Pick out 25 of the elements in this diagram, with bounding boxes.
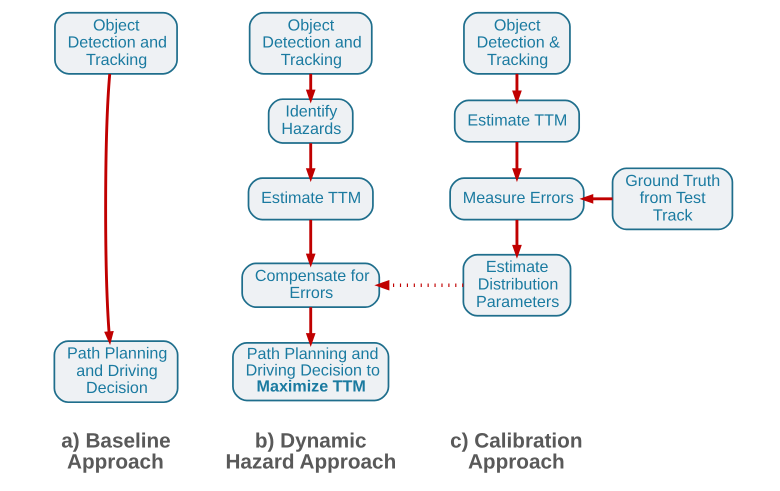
arrow <box>374 280 463 290</box>
node-box: Ground Truth from Test Track <box>611 167 733 230</box>
node-box: Measure Errors <box>448 177 584 220</box>
node-box: Compensate for Errors <box>240 262 380 308</box>
node-box: Path Planning and Driving Decision <box>53 340 178 404</box>
arrow <box>305 143 316 182</box>
node-box: Object Detection & Tracking <box>462 12 570 75</box>
arrow <box>104 74 114 346</box>
node-box: Estimate TTM <box>453 99 580 143</box>
label: a) Baseline Approach <box>60 430 170 474</box>
arrow <box>305 74 316 104</box>
node-box: Object Detection and Tracking <box>248 12 372 75</box>
node-box: Estimate Distribution Parameters <box>462 254 571 317</box>
arrow <box>512 74 522 104</box>
arrow <box>578 194 612 204</box>
arrow <box>512 142 522 182</box>
node-box: Estimate TTM <box>247 177 374 220</box>
label: c) Calibration Approach <box>450 430 582 474</box>
arrow <box>305 307 316 348</box>
arrow <box>512 220 522 259</box>
node-box: Object Detection and Tracking <box>54 12 178 75</box>
label: b) Dynamic Hazard Approach <box>224 430 396 474</box>
arrow <box>305 220 316 268</box>
node-box: Path Planning and Driving Decision to Maximize TTM <box>232 342 389 402</box>
node-box: Identify Hazards <box>267 98 354 144</box>
